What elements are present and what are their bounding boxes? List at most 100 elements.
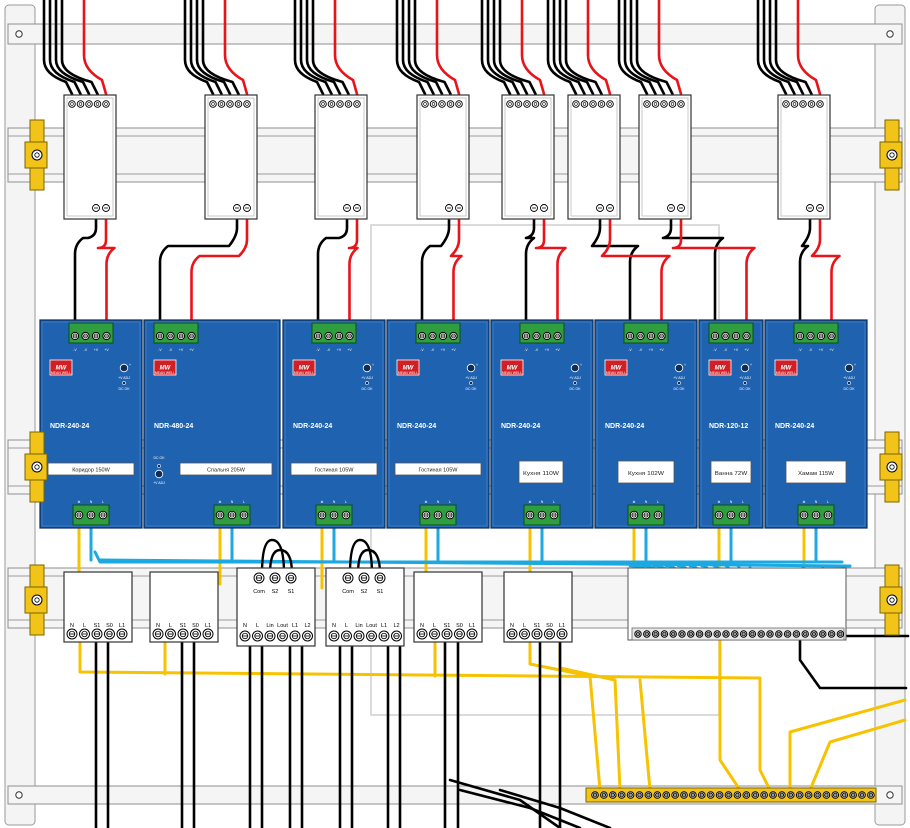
led-connector-block xyxy=(314,94,368,220)
brand-subtext: MEAN WELL xyxy=(294,371,315,375)
bus-screw xyxy=(760,791,768,799)
wire-black xyxy=(498,788,612,828)
output-pin-label: -V xyxy=(158,348,162,352)
brand-text: MW xyxy=(403,366,415,372)
bus-screw xyxy=(680,791,688,799)
relay-input-terminal xyxy=(253,572,265,584)
bus-screw xyxy=(706,791,715,799)
bus-screw xyxy=(626,791,635,799)
output-screw xyxy=(636,331,645,341)
led-connector-block xyxy=(638,94,692,220)
bus-screw xyxy=(804,791,813,799)
wire-red xyxy=(657,0,683,96)
input-screw xyxy=(329,510,339,520)
output-pin-label: -V xyxy=(809,348,813,352)
relay-top-pin-label: S2 xyxy=(272,589,279,595)
relay-pin-label: L xyxy=(345,623,348,629)
relay-pin-label: N xyxy=(332,623,336,629)
wire-red xyxy=(600,210,671,324)
psu-model-name: NDR-240-24 xyxy=(397,423,436,430)
dc-ok-led xyxy=(847,381,851,385)
dc-ok-led xyxy=(122,381,126,385)
output-screw xyxy=(449,331,458,341)
wire-blue-bus xyxy=(98,558,852,568)
wire-red xyxy=(449,210,463,324)
bus-screw xyxy=(810,630,818,638)
bus-screw xyxy=(644,791,653,799)
wire-black xyxy=(158,210,239,324)
input-screw xyxy=(74,510,84,520)
input-screw xyxy=(738,510,748,520)
brand-text: MW xyxy=(56,366,68,372)
wire-black xyxy=(492,0,529,96)
bus-screw xyxy=(660,630,669,638)
bus-screw xyxy=(775,630,783,638)
adj-potentiometer xyxy=(154,469,164,479)
dimmer-terminal xyxy=(104,628,115,640)
wire-black xyxy=(524,210,536,324)
input-pin-label: L xyxy=(102,500,104,504)
output-pin-label: +V xyxy=(347,348,352,352)
wire-black xyxy=(774,0,813,96)
wire-black xyxy=(756,0,788,96)
output-pin-label: +V xyxy=(829,348,834,352)
psu-model-name: NDR-240-24 xyxy=(605,423,644,430)
output-screw xyxy=(795,331,805,341)
output-pin-label: +V xyxy=(189,348,194,352)
wire-black xyxy=(420,210,451,324)
adj-potentiometer xyxy=(844,363,854,373)
wire-black xyxy=(635,0,674,96)
input-pin-label: N xyxy=(231,500,234,504)
bus-screw xyxy=(827,630,836,638)
dc-ok-led xyxy=(743,381,747,385)
bus-screw xyxy=(739,630,748,638)
relay-input-terminal xyxy=(374,572,386,584)
adj-potentiometer xyxy=(674,363,684,373)
psu-model-name: NDR-120-12 xyxy=(709,423,748,430)
bus-screw xyxy=(634,630,642,638)
dc-ok-label: DC OK xyxy=(465,387,477,391)
bus-screw xyxy=(651,630,660,638)
wire-red xyxy=(796,0,822,96)
bus-screw xyxy=(704,630,713,638)
relay-pin-label: L2 xyxy=(393,623,399,629)
wire-black xyxy=(42,0,74,96)
output-pin-label: +V xyxy=(734,348,739,352)
dc-ok-led xyxy=(365,381,369,385)
load-label: Ванна 72W xyxy=(715,471,748,477)
output-screw xyxy=(102,331,111,341)
dimmer-pin-label: S0 xyxy=(546,623,553,629)
dimmer-terminal xyxy=(79,628,90,640)
dc-ok-label: DC OK xyxy=(673,387,685,391)
adj-label: +V ADJ xyxy=(153,481,165,485)
relay-terminal xyxy=(341,630,352,642)
output-pin-label: +V xyxy=(179,348,184,352)
output-screw xyxy=(91,331,101,341)
input-pin-label: L xyxy=(657,500,659,504)
wire-black xyxy=(189,0,223,96)
psu-model-name: NDR-240-24 xyxy=(50,423,89,430)
bus-screw xyxy=(617,791,626,799)
output-pin-label: -V xyxy=(84,348,88,352)
dimmer-terminal xyxy=(202,628,214,640)
input-pin-label: L xyxy=(449,500,451,504)
dimmer-terminal xyxy=(544,628,555,640)
wire-yellow xyxy=(638,678,652,792)
relay-top-pin-label: S1 xyxy=(288,589,295,595)
led-connector-block xyxy=(204,94,258,220)
input-pin-label: N xyxy=(730,500,733,504)
wire-black xyxy=(448,778,562,828)
load-label-box xyxy=(710,460,752,484)
dimmer-pin-label: L xyxy=(433,623,436,629)
dimmer-pin-label: N xyxy=(156,623,160,629)
